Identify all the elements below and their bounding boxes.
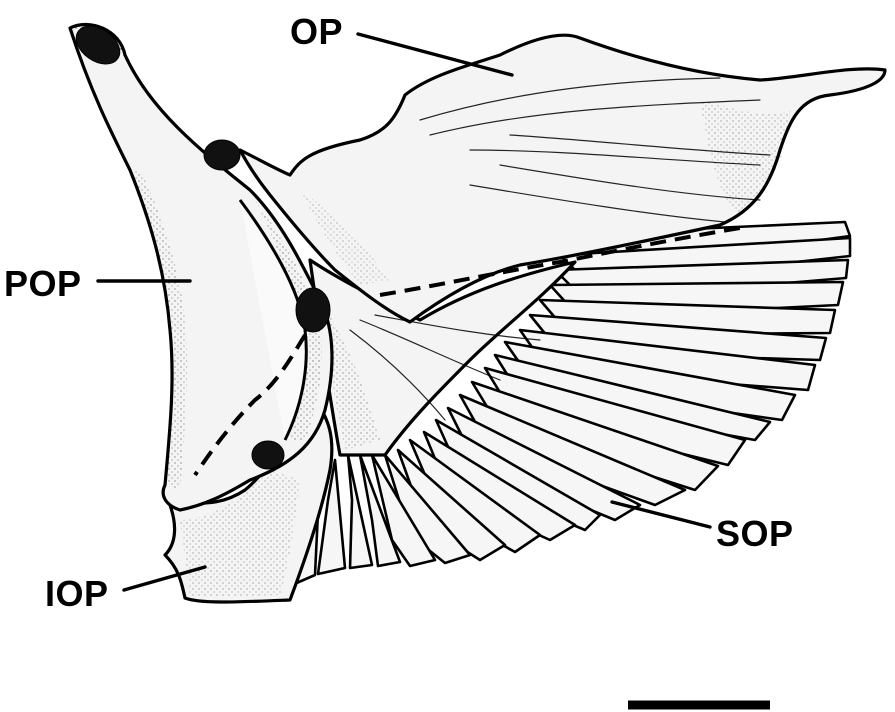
sop-label: SOP — [716, 513, 794, 554]
op-label: OP — [290, 11, 343, 52]
subopercle-ray — [348, 455, 372, 568]
preopercle-bone — [69, 18, 332, 510]
pop-label: POP — [4, 263, 82, 304]
iop-label: IOP — [45, 573, 109, 614]
op-leader-line — [358, 34, 512, 75]
pore-lower — [252, 441, 284, 469]
pore-upper — [204, 140, 240, 170]
pore-middle — [296, 288, 330, 332]
sop-leader-line — [612, 502, 710, 527]
